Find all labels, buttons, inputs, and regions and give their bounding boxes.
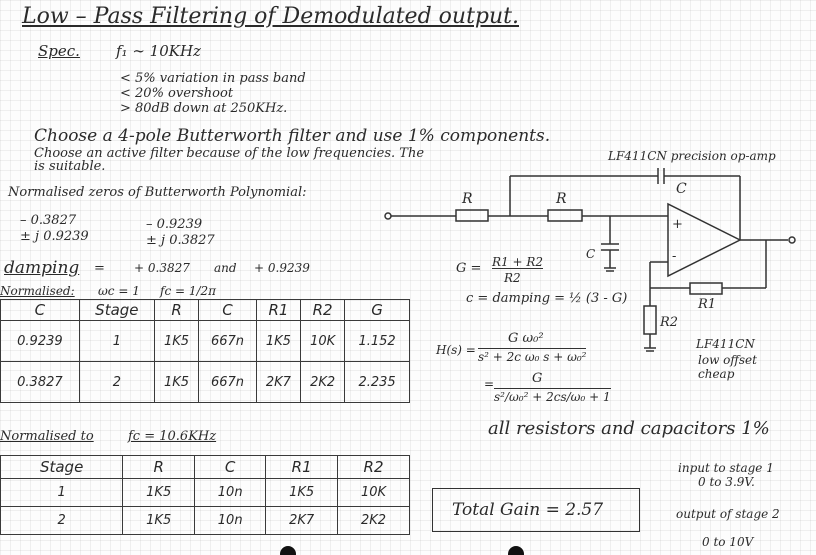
table-cell: 1 <box>0 478 124 507</box>
table-cell: 10K <box>300 320 346 362</box>
transfer2-equals: = <box>484 377 495 391</box>
zero-1-real: – 0.3827 <box>20 213 77 228</box>
table-header-row: Stage R C R1 R2 <box>0 455 410 479</box>
table2-fc: fc = 10.6KHz <box>128 429 217 444</box>
spec-cutoff: f₁ ∼ 10KHz <box>116 42 201 60</box>
table-cell: 1K5 <box>265 478 339 507</box>
table-row: 2 1K5 10n 2K7 2K2 <box>0 506 410 535</box>
table-cell: 2K2 <box>300 361 346 403</box>
table-cell: 2 <box>78 361 155 403</box>
table-row: 0.9239 1 1K5 667n 1K5 10K 1.152 <box>0 320 410 362</box>
table-cell: 1K5 <box>122 478 196 507</box>
table-cell: 2K7 <box>255 361 302 403</box>
opamp-plus: + <box>672 217 683 232</box>
output-range: 0 to 10V <box>702 535 754 549</box>
table-row: 1 1K5 10n 1K5 10K <box>0 478 410 507</box>
label-r-2: R <box>556 191 567 207</box>
opamp-note: LF411CN precision op-amp <box>608 149 776 163</box>
resistor-r-2 <box>547 209 583 222</box>
resistor-r1 <box>689 282 723 295</box>
zero-2-imag: ± j 0.3827 <box>146 233 215 248</box>
damping-label: damping <box>4 258 80 278</box>
gain-denominator: R2 <box>504 271 521 285</box>
zero-2-real: – 0.9239 <box>146 217 203 232</box>
spec-line-3: > 80dB down at 250KHz. <box>120 101 288 116</box>
gain-numerator: R1 + R2 <box>492 255 544 269</box>
ic-name: LF411CN <box>696 337 755 351</box>
choose-line-2: Choose an active filter because of the l… <box>34 146 425 161</box>
scaled-values-table: Stage R C R1 R2 1 1K5 10n 1K5 10K 2 1K5 … <box>0 455 410 535</box>
zero-1-imag: ± j 0.9239 <box>20 229 89 244</box>
table-cell: 2K2 <box>337 506 410 535</box>
label-r1: R1 <box>698 297 717 312</box>
table-cell: 10K <box>337 478 410 507</box>
damping-equals: = <box>94 261 105 276</box>
components-note: all resistors and capacitors 1% <box>488 418 770 439</box>
total-gain-box <box>432 488 640 532</box>
table-cell: 0.3827 <box>0 361 80 403</box>
table-cell: 10n <box>194 478 267 507</box>
label-c-feedback: C <box>676 181 687 197</box>
transfer2-denominator: s²/ω₀² + 2cs/ω₀ + 1 <box>494 388 611 404</box>
resistor-r-1 <box>455 209 489 222</box>
table-cell: 667n <box>198 320 257 362</box>
damping-equation: c = damping = ½ (3 - G) <box>466 291 628 306</box>
table-cell: 2.235 <box>344 361 410 403</box>
transfer-lhs: H(s) = <box>436 343 476 357</box>
page-title: Low – Pass Filtering of Demodulated outp… <box>22 4 519 29</box>
damping-and: and <box>214 261 237 275</box>
spec-label: Spec. <box>38 42 80 60</box>
opamp-minus: - <box>672 249 677 264</box>
ic-note-2: cheap <box>698 367 735 381</box>
col-r2: R2 <box>337 455 410 479</box>
spec-line-2: < 20% overshoot <box>120 86 234 101</box>
total-gain: Total Gain = 2.57 <box>452 500 604 520</box>
normalised-values-table: C Stage R C R1 R2 G 0.9239 1 1K5 667n 1K… <box>0 299 410 403</box>
table1-caption: Normalised: <box>0 284 75 298</box>
gain-lhs: G = <box>456 261 482 276</box>
input-terminal <box>384 212 392 220</box>
spec-line-1: < 5% variation in pass band <box>120 71 306 86</box>
transfer2-numerator: G <box>532 371 543 386</box>
choose-line-3: is suitable. <box>34 159 106 174</box>
choose-line-1: Choose a 4-pole Butterworth filter and u… <box>34 126 551 146</box>
table-cell: 1K5 <box>153 320 200 362</box>
damping-value-2: + 0.9239 <box>254 261 310 275</box>
output-note: output of stage 2 <box>676 507 780 521</box>
zeros-heading: Normalised zeros of Butterworth Polynomi… <box>8 185 307 200</box>
input-note: input to stage 1 <box>678 461 774 475</box>
col-stage: Stage <box>0 455 124 479</box>
binder-hole <box>280 546 296 555</box>
table2-caption: Normalised to <box>0 429 94 444</box>
table1-fc: fc = 1/2π <box>160 284 217 298</box>
label-r2: R2 <box>660 315 679 330</box>
table-cell: 2 <box>0 506 124 535</box>
label-c-ground: C <box>586 247 596 261</box>
damping-value-1: + 0.3827 <box>134 261 190 275</box>
table1-wc: ωc = 1 <box>98 284 140 298</box>
label-r-1: R <box>462 191 473 207</box>
col-c: C <box>194 455 267 479</box>
table-cell: 10n <box>194 506 267 535</box>
ic-note-1: low offset <box>698 353 757 367</box>
input-range: 0 to 3.9V. <box>698 475 755 489</box>
transfer-numerator: G ω₀² <box>508 331 544 346</box>
binder-hole <box>508 546 524 555</box>
resistor-r2 <box>643 305 657 335</box>
table-cell: 1K5 <box>122 506 196 535</box>
table-row: 0.3827 2 1K5 667n 2K7 2K2 2.235 <box>0 361 410 403</box>
table-cell: 2K7 <box>265 506 339 535</box>
transfer-denominator: s² + 2c ω₀ s + ω₀² <box>478 348 587 364</box>
opamp-triangle <box>667 202 742 278</box>
output-terminal <box>788 236 796 244</box>
table-cell: 1K5 <box>153 361 200 403</box>
table-cell: 1.152 <box>344 320 410 362</box>
table-cell: 667n <box>198 361 257 403</box>
col-r2: R2 <box>300 299 346 321</box>
